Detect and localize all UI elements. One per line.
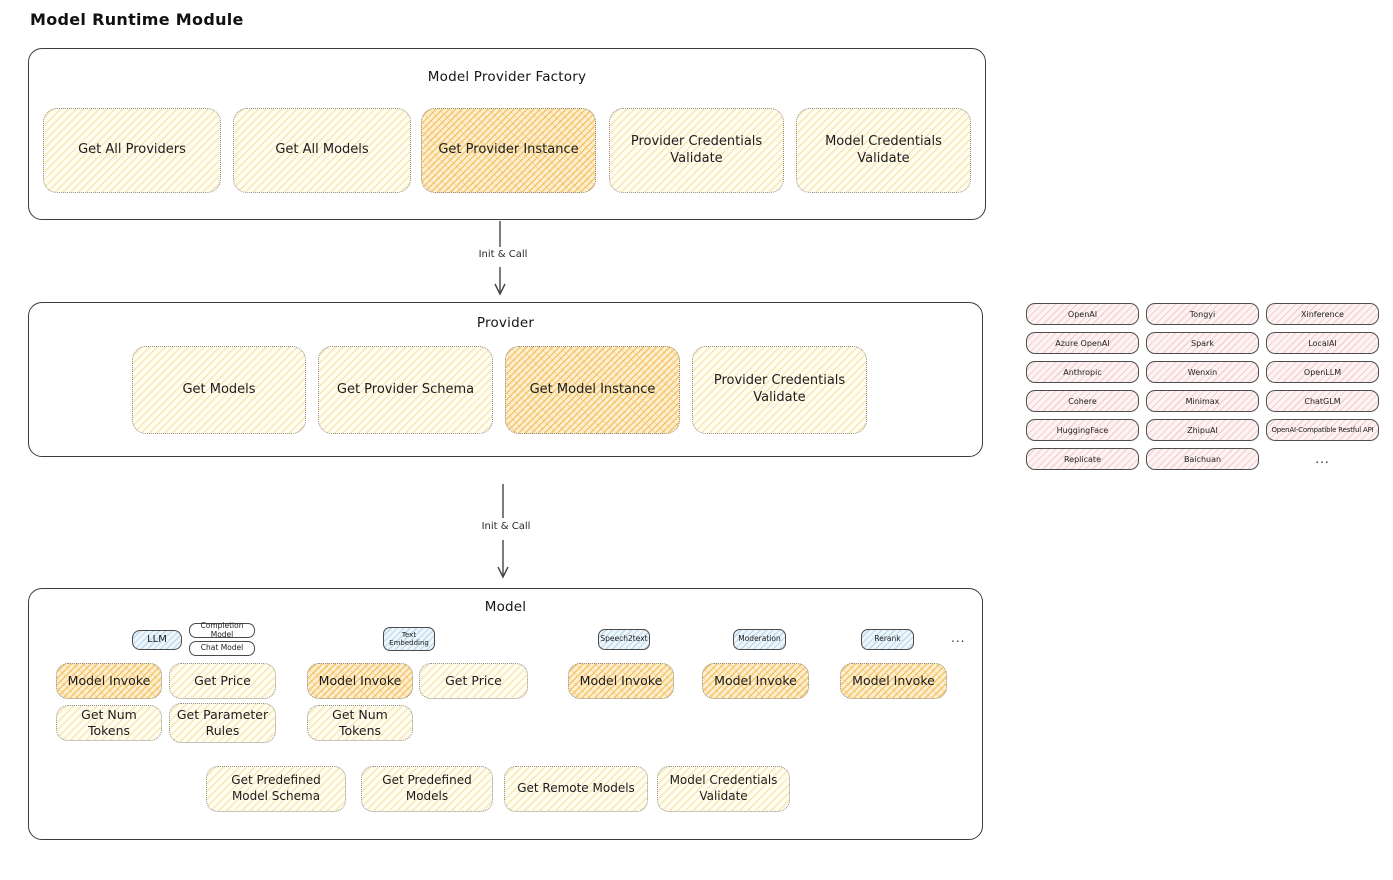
btn-get-remote-models: Get Remote Models <box>504 766 648 812</box>
btn-llm-get-parameter-rules: Get Parameter Rules <box>169 703 276 743</box>
provider-pill-huggingface: HuggingFace <box>1026 419 1139 441</box>
provider-pill-localai: LocalAI <box>1266 332 1379 354</box>
provider-btn-get-model-instance: Get Model Instance <box>505 346 680 434</box>
tab-chat-model: Chat Model <box>189 641 255 656</box>
model-box: Model LLM Completion Model Chat Model Te… <box>28 588 994 855</box>
tab-llm: LLM <box>132 630 182 650</box>
provider-title: Provider <box>476 315 535 331</box>
btn-model-credentials-validate: Model Credentials Validate <box>657 766 790 812</box>
provider-pill-tongyi: Tongyi <box>1146 303 1259 325</box>
tab-moderation: Moderation <box>733 629 786 650</box>
provider-pill-cohere: Cohere <box>1026 390 1139 412</box>
provider-pill-openllm: OpenLLM <box>1266 361 1379 383</box>
btn-llm-get-num-tokens: Get Num Tokens <box>56 705 162 741</box>
provider-pill-zhipuai: ZhipuAI <box>1146 419 1259 441</box>
provider-box: Provider Get Models Get Provider Schema … <box>28 302 994 472</box>
arrow-down-icon <box>497 484 509 579</box>
factory-title: Model Provider Factory <box>427 69 587 85</box>
arrow-label-init-call-1: Init & Call <box>462 249 544 260</box>
provider-pill-openai-compatible-restful-api: OpenAI-Compatible Restful API <box>1266 419 1379 441</box>
provider-pill-openai: OpenAI <box>1026 303 1139 325</box>
tab-text-embedding: Text Embedding <box>383 627 435 651</box>
providers-ellipsis: ... <box>1315 452 1330 466</box>
providers-panel: OpenAI Tongyi Xinference Azure OpenAI Sp… <box>1026 303 1379 470</box>
tabs-ellipsis: ... <box>951 631 966 645</box>
tab-completion-model: Completion Model <box>189 621 255 638</box>
provider-pill-xinference: Xinference <box>1266 303 1379 325</box>
provider-pill-spark: Spark <box>1146 332 1259 354</box>
factory-btn-get-all-providers: Get All Providers <box>43 108 221 193</box>
btn-text-embedding-get-num-tokens: Get Num Tokens <box>307 705 413 741</box>
provider-pill-replicate: Replicate <box>1026 448 1139 470</box>
arrow-down-icon <box>494 221 506 296</box>
provider-pill-chatglm: ChatGLM <box>1266 390 1379 412</box>
btn-llm-get-price: Get Price <box>169 663 276 699</box>
page-title: Model Runtime Module <box>30 10 244 29</box>
btn-speech2text-model-invoke: Model Invoke <box>568 663 674 699</box>
provider-pill-anthropic: Anthropic <box>1026 361 1139 383</box>
provider-pill-azure-openai: Azure OpenAI <box>1026 332 1139 354</box>
btn-text-embedding-get-price: Get Price <box>419 663 528 699</box>
factory-btn-model-credentials-validate: Model Credentials Validate <box>796 108 971 193</box>
factory-btn-get-all-models: Get All Models <box>233 108 411 193</box>
provider-pill-minimax: Minimax <box>1146 390 1259 412</box>
arrow-label-init-call-2: Init & Call <box>465 521 547 532</box>
model-title: Model <box>484 599 527 615</box>
provider-btn-provider-credentials-validate: Provider Credentials Validate <box>692 346 867 434</box>
tab-speech2text: Speech2text <box>598 629 650 650</box>
factory-btn-get-provider-instance: Get Provider Instance <box>421 108 596 193</box>
factory-box: Model Provider Factory Get All Providers… <box>28 48 986 220</box>
provider-btn-get-models: Get Models <box>132 346 306 434</box>
btn-rerank-model-invoke: Model Invoke <box>840 663 947 699</box>
factory-btn-provider-credentials-validate: Provider Credentials Validate <box>609 108 784 193</box>
btn-get-predefined-model-schema: Get Predefined Model Schema <box>206 766 346 812</box>
tab-rerank: Rerank <box>861 629 914 650</box>
btn-text-embedding-model-invoke: Model Invoke <box>307 663 413 699</box>
provider-pill-baichuan: Baichuan <box>1146 448 1259 470</box>
provider-pill-wenxin: Wenxin <box>1146 361 1259 383</box>
btn-get-predefined-models: Get Predefined Models <box>361 766 493 812</box>
btn-llm-model-invoke: Model Invoke <box>56 663 162 699</box>
provider-btn-get-provider-schema: Get Provider Schema <box>318 346 493 434</box>
btn-moderation-model-invoke: Model Invoke <box>702 663 809 699</box>
